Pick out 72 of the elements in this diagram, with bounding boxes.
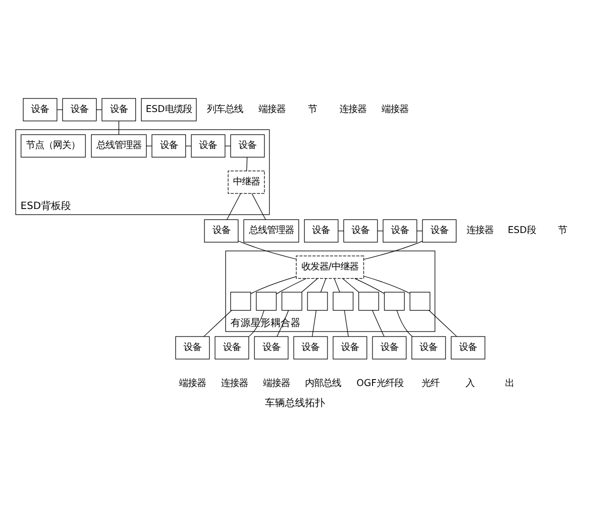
label: 端接器 [381,104,408,115]
connector [377,230,384,232]
label: 连接器 [340,104,367,115]
node-box: 设备 [450,336,486,360]
node-box: 设备 [214,336,250,360]
connector [416,230,423,232]
label: ESD段 [508,225,536,236]
connector [342,278,360,292]
label: 出 [504,378,514,390]
connector [396,310,412,337]
connector [338,230,344,232]
caption: 车辆总线拓扑 [265,398,325,409]
label: 入 [465,378,474,390]
connector [428,310,457,337]
connector [226,193,241,220]
label: 内部总线 [305,378,342,390]
node-box: 设备 [204,219,238,242]
node-box: 设备 [343,219,378,242]
node-box [384,292,405,311]
node-box: 设备 [175,336,210,360]
connector [312,310,317,337]
connector [372,310,384,337]
connector [301,278,318,292]
node-box: 设备 [293,336,328,360]
connector [238,240,296,260]
node-box: 设备 [102,98,136,122]
node-box [332,292,354,311]
connector [363,276,410,294]
node-box: 总线管理器 [91,134,147,158]
connector [118,120,120,136]
node-box: 设备 [304,219,338,242]
node-box: 设备 [254,336,288,360]
node-box: 设备 [190,134,226,158]
node-box: 设备 [372,336,407,360]
node-box: ESD电缆段 [141,98,197,122]
label: 连接器 [466,225,494,236]
label: 光纤 [422,378,440,390]
node-box: 设备 [422,219,456,242]
label: 连接器 [220,378,248,390]
connector [204,310,232,337]
label: 节 [308,104,317,115]
node-box: 设备 [332,336,368,360]
node-box [230,292,251,311]
node-box [410,292,430,311]
connector [364,240,423,260]
node-box [282,292,302,311]
connector [354,278,385,294]
label: 节 [558,225,567,236]
node-box: 设备 [230,134,265,158]
connector [320,278,326,292]
connector [250,276,297,294]
connector [246,156,248,172]
node-box: 收发器/中继器 [296,256,364,279]
connector [344,310,349,337]
node-box: 设备 [382,219,418,242]
node-box: 总线管理器 [243,219,300,242]
node-box: 设备 [412,336,446,360]
node-box: 设备 [152,134,186,158]
label: OGF光纤段 [356,378,404,390]
node-box [256,292,277,311]
node-box [307,292,328,311]
label: 端接器 [262,378,290,390]
node-box: 节点（网关） [20,134,86,158]
node-box: 设备 [22,98,58,122]
label: 端接器 [179,378,206,390]
connector [334,278,340,292]
label: 端接器 [258,104,286,115]
node-box: 中继器 [228,170,265,194]
node-box: 设备 [62,98,97,122]
connector [276,278,307,294]
label: 列车总线 [207,104,244,115]
node-box [358,292,380,311]
